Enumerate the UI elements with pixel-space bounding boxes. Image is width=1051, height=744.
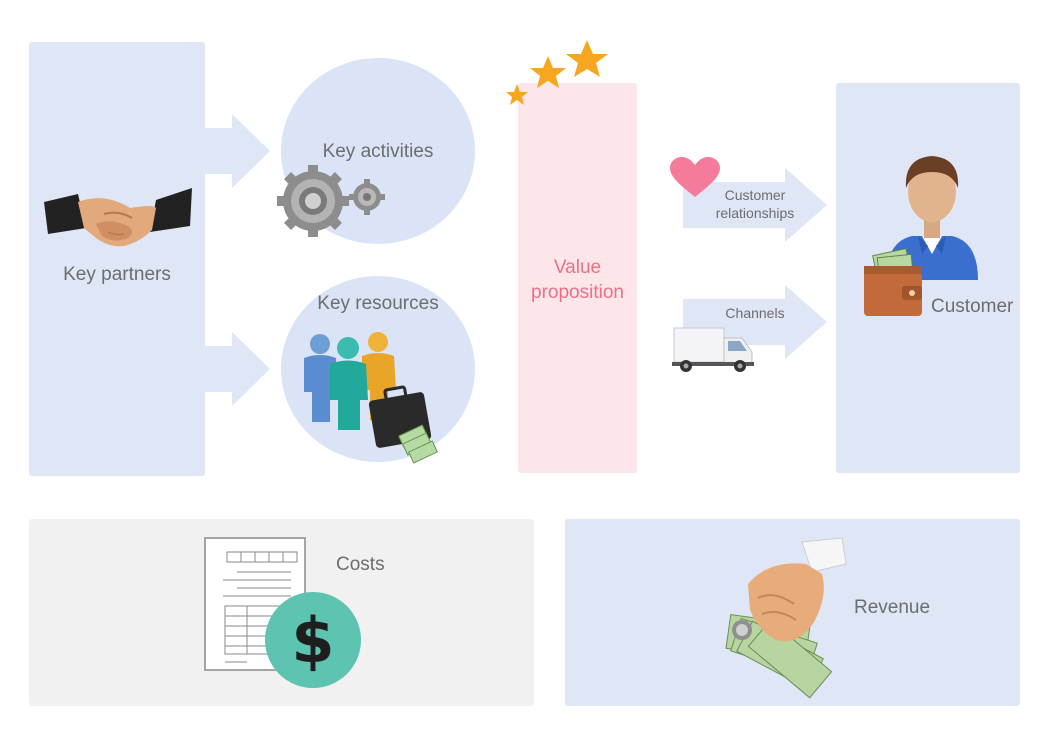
handshake-icon <box>44 188 192 247</box>
key-partners-label: Key partners <box>63 264 171 285</box>
wallet-icon <box>864 248 922 316</box>
customer-label: Customer <box>931 296 1014 317</box>
svg-text:$: $ <box>291 604 334 677</box>
key-partners-panel <box>29 42 205 476</box>
gears-icon <box>277 165 385 237</box>
customer-relationships-label: Customer relationships <box>715 187 795 221</box>
key-activities-label: Key activities <box>322 141 434 162</box>
value-proposition-label: Value proposition <box>531 257 624 303</box>
revenue-label: Revenue <box>854 597 931 618</box>
stars-icon <box>506 40 608 105</box>
key-resources-label: Key resources <box>317 293 439 314</box>
channels-label: Channels <box>725 305 785 321</box>
heart-icon <box>670 157 720 197</box>
hand-with-money-icon <box>725 537 847 699</box>
team-with-briefcase-icon <box>304 332 438 464</box>
costs-label: Costs <box>336 554 385 575</box>
value-proposition-panel <box>518 83 637 473</box>
delivery-truck-icon <box>672 327 754 372</box>
invoice-dollar-icon: $ <box>204 537 361 688</box>
